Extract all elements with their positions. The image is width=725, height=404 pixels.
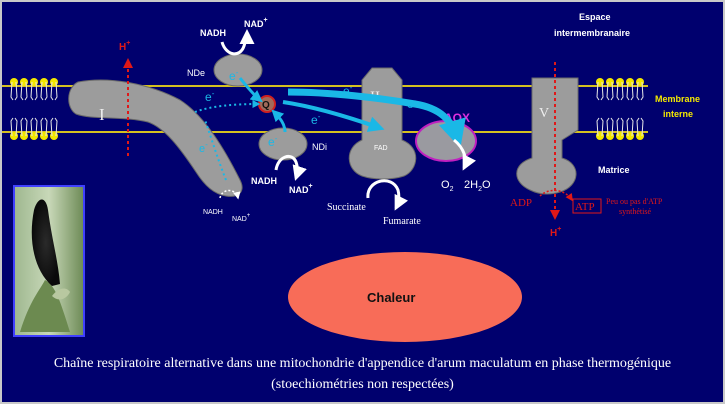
complex-V (516, 77, 579, 195)
complex-I-label: I (99, 105, 105, 124)
reaction-arrows (220, 29, 477, 211)
e-minus-complex-I: e- (205, 89, 215, 104)
diagram-texts: NADH NAD+ NADH NAD+ NADH NAD+ Succinate … (200, 12, 630, 227)
h-plus-complex-V: H+ (550, 226, 561, 239)
complex-I (68, 79, 243, 197)
q-label: Q (262, 100, 270, 111)
proton-arrows (123, 58, 573, 220)
fad-label: FAD (374, 145, 388, 152)
membrane-label: Membrane interne (655, 94, 700, 119)
aox-enzyme (415, 120, 477, 162)
atp-labels: ADP ATP Peu ou pas d'ATP synthétisé (510, 197, 663, 216)
membrane-label-line2: interne (663, 109, 693, 119)
atp-label: ATP (575, 201, 595, 213)
nad-ndi: NAD+ (289, 183, 313, 195)
nadh-ndi: NADH (251, 176, 277, 186)
heat-label: Chaleur (367, 290, 415, 305)
electron-flow (194, 77, 466, 181)
atp-box (572, 198, 602, 214)
complex-V-label: V (539, 106, 549, 121)
nad-complex-I: NAD+ (232, 213, 251, 223)
e-minus-ndi: e- (268, 134, 278, 149)
water-label: 2H2O (464, 179, 491, 193)
atp-note-line1: Peu ou pas d'ATP (606, 197, 663, 206)
h-plus-complex-I: H+ (119, 40, 130, 53)
lipid-bilayer-left (10, 78, 58, 140)
e-minus-complex-I-lower: e- (199, 140, 208, 155)
heat-ellipse (288, 252, 522, 342)
ndi-enzyme (258, 127, 308, 161)
arum-spadix-photo (13, 185, 85, 337)
caption-line-2: (stoechiométries non respectées) (271, 377, 454, 392)
caption-background (2, 343, 723, 402)
espace-label-line2: intermembranaire (554, 28, 630, 38)
atp-note-line2: synthétisé (619, 207, 651, 216)
adp-label: ADP (510, 197, 532, 209)
electron-labels: e- e- e- e- e- e- e- (199, 68, 417, 155)
lipid-bilayer-right (596, 78, 644, 140)
nadh-complex-I-arrow (219, 189, 241, 200)
e-minus-nde: e- (229, 68, 239, 83)
caption-line-1: Chaîne respiratoire alternative dans une… (53, 356, 672, 371)
nadh-complex-I: NADH (203, 209, 223, 216)
proton-labels: H+ H+ (119, 40, 561, 239)
o2-label: O2 (441, 179, 454, 193)
succinate-label: Succinate (327, 202, 366, 213)
fumarate-label: Fumarate (383, 216, 421, 227)
membrane-label-line1: Membrane (655, 94, 700, 104)
ndi-label: NDi (312, 142, 327, 152)
espace-label-line1: Espace (579, 12, 611, 22)
e-minus-center: e- (343, 83, 353, 98)
nde-label: NDe (187, 68, 205, 78)
nadh-top: NADH (200, 28, 226, 38)
nad-top: NAD+ (244, 17, 268, 29)
matrice-label: Matrice (598, 165, 630, 175)
e-minus-aox: e- (407, 96, 417, 111)
e-minus-q-right: e- (311, 112, 321, 127)
